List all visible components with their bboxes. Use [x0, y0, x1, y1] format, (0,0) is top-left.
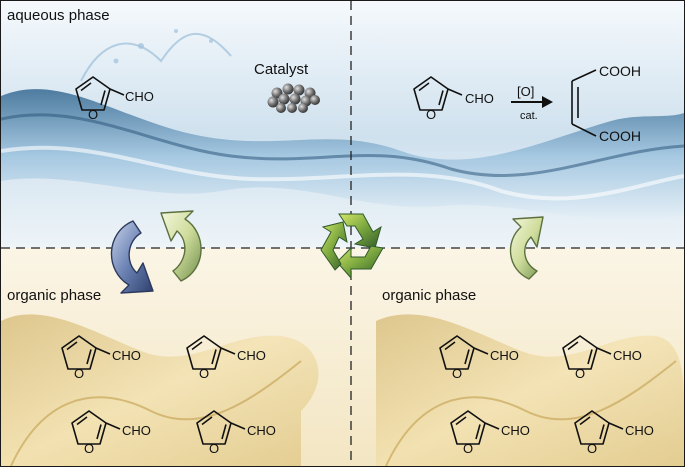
aqueous-phase-background — [1, 1, 684, 248]
reaction-arrow: [O] cat. — [511, 84, 553, 122]
ring-oxygen-label: O — [426, 107, 436, 122]
furfural-molecule-organic: O CHO — [574, 410, 654, 456]
aldehyde-label: CHO — [237, 348, 266, 363]
aldehyde-label: CHO — [625, 423, 654, 438]
aldehyde-label: CHO — [465, 91, 494, 106]
furfural-molecule-organic: O CHO — [61, 335, 141, 381]
maleic-acid-molecule — [571, 69, 597, 137]
carboxyl-group-bottom: COOH — [599, 128, 641, 144]
furfural-molecule-organic: O CHO — [71, 410, 151, 456]
ring-oxygen-label: O — [575, 366, 585, 381]
furfural-molecule-organic: O CHO — [562, 335, 642, 381]
aldehyde-label: CHO — [122, 423, 151, 438]
furfural-molecule-organic: O CHO — [196, 410, 276, 456]
recycle-icon — [320, 213, 384, 280]
catalyst-particles — [267, 83, 320, 113]
furfural-molecule-organic: O CHO — [186, 335, 266, 381]
ring-oxygen-label: O — [199, 366, 209, 381]
furfural-molecule-reactant: O CHO — [413, 76, 494, 122]
catalyst-label: Catalyst — [254, 61, 309, 78]
aldehyde-label: CHO — [247, 423, 276, 438]
carboxyl-group-top: COOH — [599, 63, 641, 79]
aqueous-phase-label: aqueous phase — [7, 7, 110, 24]
furfural-molecule-organic: O CHO — [450, 410, 530, 456]
circular-exchange-arrows-icon — [110, 210, 202, 294]
ring-oxygen-label: O — [84, 441, 94, 456]
aldehyde-label: CHO — [501, 423, 530, 438]
furfural-molecule-aqueous: O CHO — [75, 76, 154, 122]
curved-arrow-icon — [509, 216, 544, 280]
aldehyde-label: CHO — [613, 348, 642, 363]
ring-oxygen-label: O — [74, 366, 84, 381]
aldehyde-label: CHO — [112, 348, 141, 363]
catalyst-condition-label: cat. — [520, 110, 538, 122]
aldehyde-label: CHO — [490, 348, 519, 363]
ring-oxygen-label: O — [88, 107, 98, 122]
ring-oxygen-label: O — [209, 441, 219, 456]
ring-oxygen-label: O — [452, 366, 462, 381]
ring-oxygen-label: O — [463, 441, 473, 456]
aldehyde-label: CHO — [125, 89, 154, 104]
organic-phase-label-right: organic phase — [382, 287, 476, 304]
ring-oxygen-label: O — [587, 441, 597, 456]
furfural-molecule-organic: O CHO — [439, 335, 519, 381]
oxidant-label: [O] — [517, 84, 534, 99]
organic-phase-label-left: organic phase — [7, 287, 101, 304]
